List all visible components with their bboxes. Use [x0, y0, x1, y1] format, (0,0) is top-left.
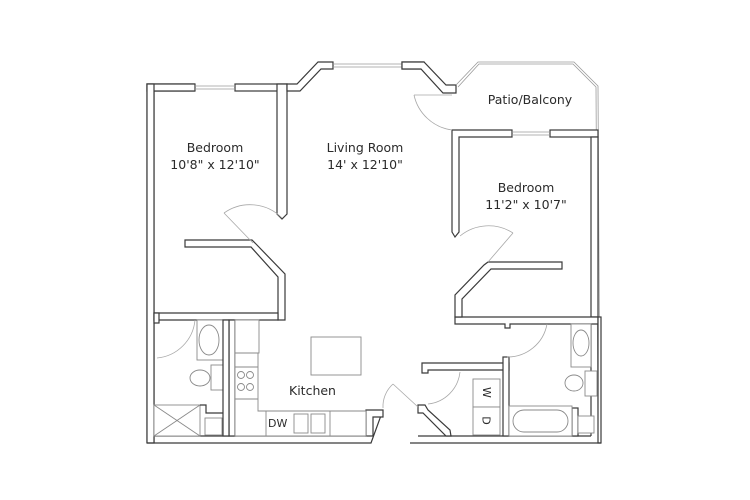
- sink-right: [310, 413, 326, 434]
- room-dimensions: 10'8" x 12'10": [170, 157, 260, 172]
- dryer: [472, 406, 501, 436]
- room-name: Living Room: [326, 140, 404, 155]
- laundry: [472, 378, 501, 436]
- doors: [156, 94, 548, 409]
- room-dimensions: 11'2" x 10'7": [485, 197, 567, 212]
- room-name: Patio/Balcony: [487, 92, 573, 107]
- right-bathroom: [508, 323, 598, 437]
- kitchen-label: Kitchen: [280, 382, 345, 399]
- room-name: Bedroom: [497, 180, 555, 195]
- living-room-label: Living Room 14' x 12'10": [315, 139, 415, 173]
- room-name: Kitchen: [289, 383, 336, 398]
- bedroom-2-label: Bedroom 11'2" x 10'7": [476, 179, 576, 213]
- room-dimensions: 14' x 12'10": [327, 157, 403, 172]
- kitchen-fixtures: [234, 319, 367, 437]
- dryer-label: D: [479, 416, 493, 425]
- bedroom-1-label: Bedroom 10'8" x 12'10": [165, 139, 265, 173]
- washer-label: W: [479, 387, 493, 398]
- sink-left: [293, 413, 309, 434]
- fridge: [234, 319, 260, 354]
- left-bathroom: [153, 319, 230, 437]
- patio-label: Patio/Balcony: [480, 91, 580, 108]
- kitchen-island: [310, 336, 362, 376]
- washer: [472, 378, 501, 408]
- dishwasher-label: DW: [268, 417, 288, 430]
- room-name: Bedroom: [186, 140, 244, 155]
